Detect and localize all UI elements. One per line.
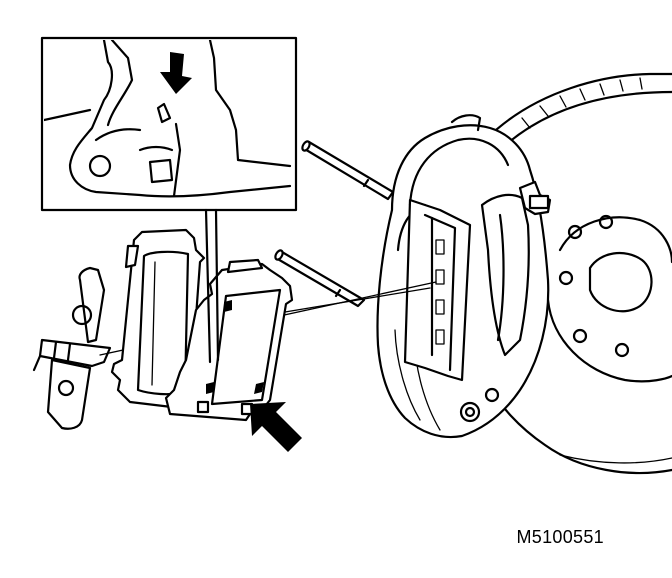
anti-rattle-spring bbox=[32, 266, 112, 430]
brake-pad-outer bbox=[164, 258, 294, 422]
figure-reference-code: M5100551 bbox=[516, 527, 604, 547]
bleeder-valve bbox=[518, 180, 552, 216]
brake-caliper bbox=[376, 114, 552, 439]
retaining-pin-upper bbox=[301, 140, 395, 201]
alignment-line-upper bbox=[284, 287, 431, 313]
retaining-pin-lower bbox=[274, 249, 366, 308]
install-direction-arrow-icon bbox=[250, 402, 302, 452]
detail-direction-arrow-icon bbox=[160, 52, 192, 94]
detail-inset bbox=[40, 36, 298, 364]
